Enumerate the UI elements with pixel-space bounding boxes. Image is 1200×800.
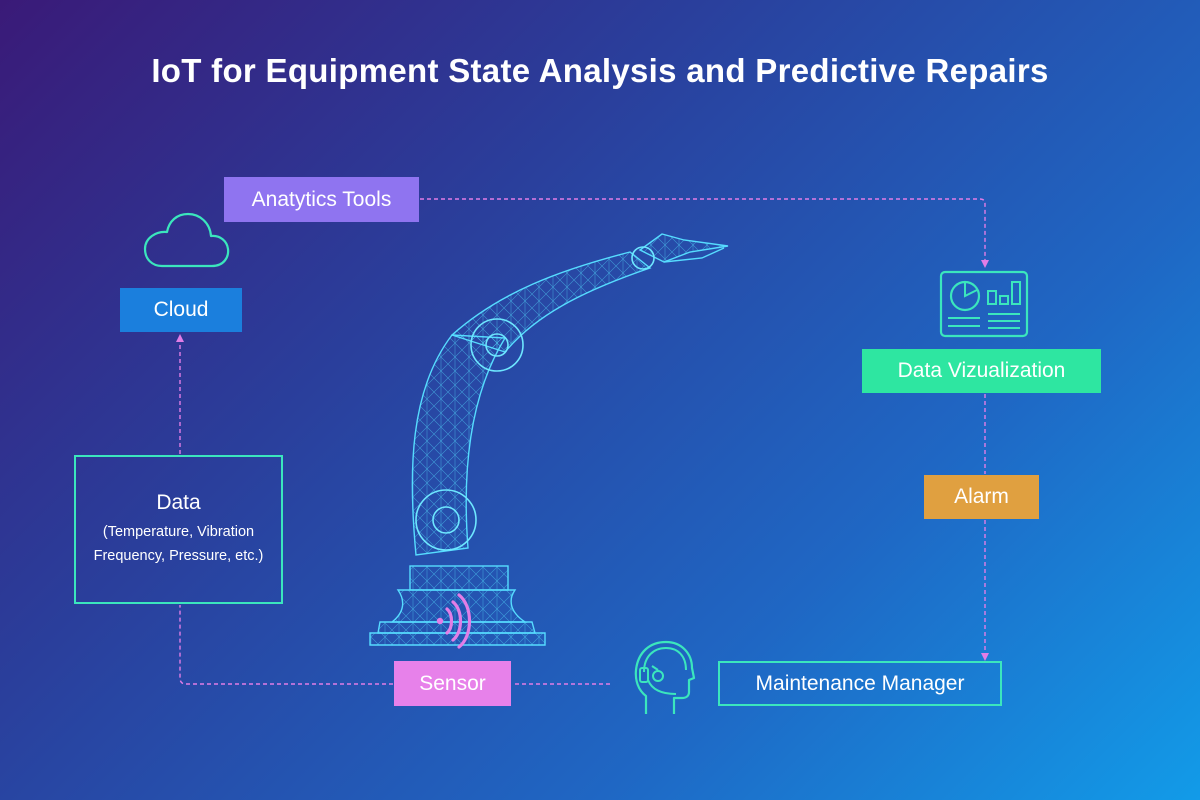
page-title: IoT for Equipment State Analysis and Pre… — [151, 52, 1049, 89]
connector-analytics-to-dataviz — [420, 198, 989, 268]
headset-person-icon — [634, 640, 696, 714]
connector-sensor-to-data — [179, 605, 393, 685]
data-visualization-node: Data Vizualization — [862, 349, 1101, 393]
data-node-title: Data — [156, 491, 201, 514]
alarm-node: Alarm — [924, 475, 1039, 519]
analytics-tools-node: Anatytics Tools — [224, 177, 419, 222]
sensor-node: Sensor — [394, 661, 511, 706]
cloud-icon — [143, 212, 230, 268]
wireless-signal-icon — [436, 593, 471, 649]
data-node: Data (Temperature, Vibration Frequency, … — [74, 455, 283, 604]
data-node-detail: (Temperature, Vibration Frequency, Press… — [93, 524, 264, 564]
maintenance-manager-node: Maintenance Manager — [718, 661, 1002, 706]
dashboard-icon — [939, 270, 1029, 338]
robotic-arm-illustration — [369, 233, 729, 649]
cloud-node: Cloud — [120, 288, 242, 332]
